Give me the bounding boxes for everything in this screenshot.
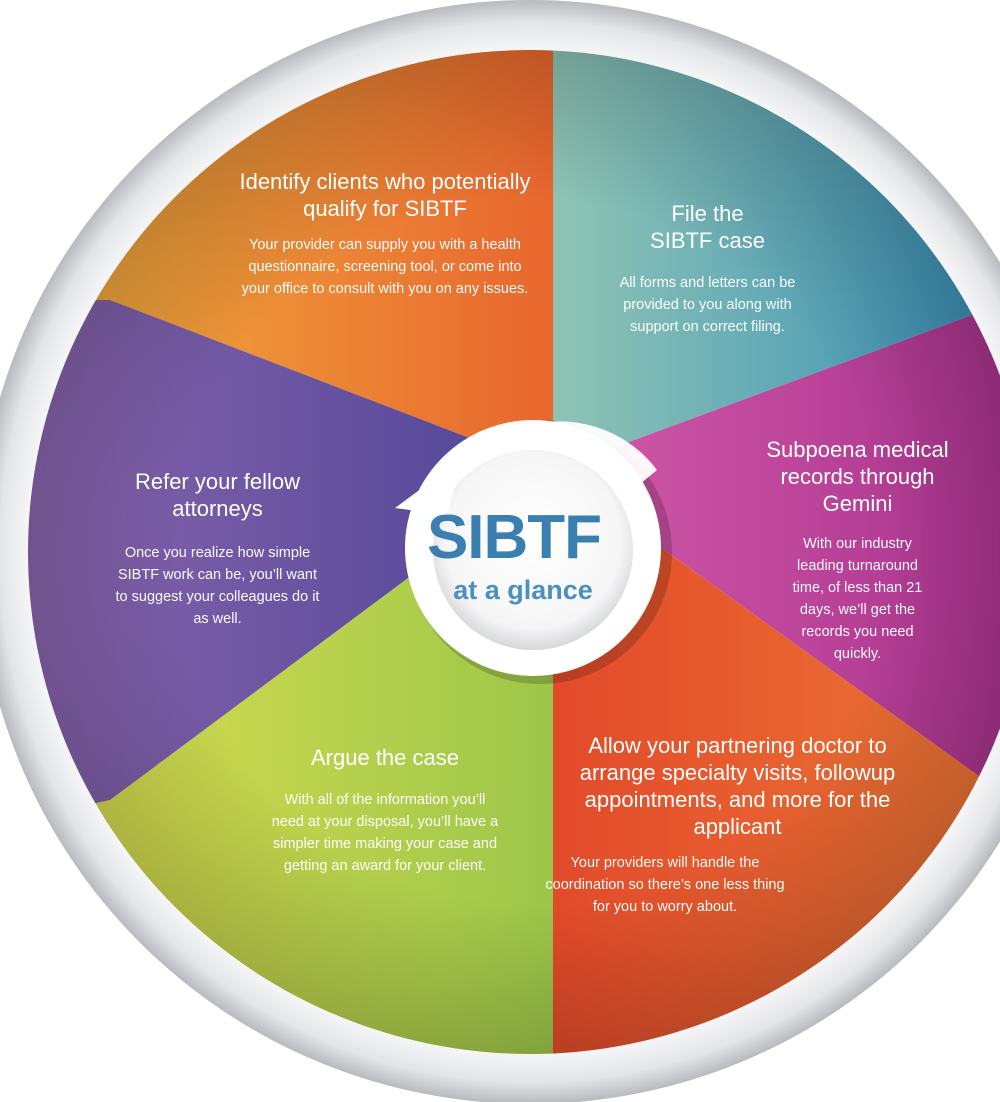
- segment-title: Identify clients who potentially qualify…: [239, 169, 531, 221]
- segment-allow-text: Allow your partnering doctor to arrange …: [545, 732, 910, 918]
- segment-title: Subpoena medical records through Gemini: [766, 437, 949, 516]
- segment-refer-text: Refer your fellow attorneys Once you rea…: [105, 468, 330, 630]
- segment-title: Refer your fellow attorneys: [134, 469, 301, 521]
- segment-description: Your providers will handle the coordinat…: [545, 855, 785, 915]
- hub-inner: [433, 450, 633, 650]
- segment-title: File the SIBTF case: [650, 201, 765, 253]
- circular-arrow-icon: [520, 421, 657, 484]
- segment-description: With all of the information you’ll need …: [271, 792, 499, 874]
- segment-identify-text: Identify clients who potentially qualify…: [235, 168, 535, 300]
- segment-subpoena-text: Subpoena medical records through Gemini …: [755, 436, 960, 665]
- segment-file-text: File the SIBTF case All forms and letter…: [600, 200, 815, 338]
- segment-description: With our industry leading turnaround tim…: [792, 536, 923, 662]
- center-subtitle: at a glance: [453, 575, 593, 605]
- segment-description: All forms and letters can be provided to…: [619, 275, 796, 335]
- segment-argue-text: Argue the case With all of the informati…: [250, 744, 520, 877]
- segment-title: Argue the case: [311, 745, 459, 770]
- center-title: SIBTF: [426, 503, 602, 572]
- segment-description: Once you realize how simple SIBTF work c…: [115, 545, 320, 627]
- segment-title: Allow your partnering doctor to arrange …: [579, 733, 896, 839]
- segment-description: Your provider can supply you with a heal…: [241, 237, 529, 297]
- arrow-head-icon: [395, 460, 460, 515]
